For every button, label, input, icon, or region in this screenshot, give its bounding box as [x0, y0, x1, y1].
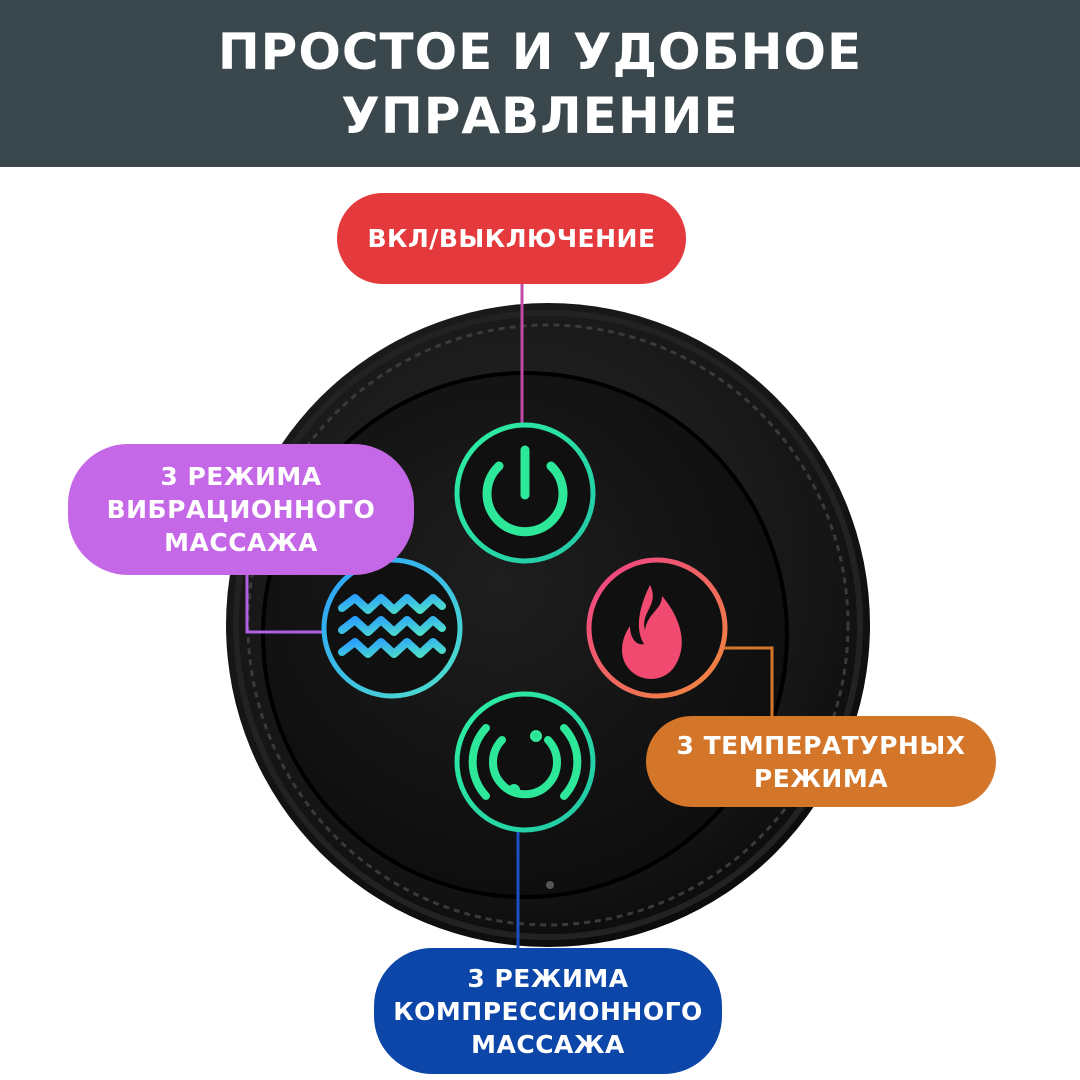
vibration-callout: 3 РЕЖИМА ВИБРАЦИОННОГО МАССАЖА	[68, 444, 414, 575]
power-button[interactable]	[454, 422, 596, 564]
temperature-callout: 3 ТЕМПЕРАТУРНЫХ РЕЖИМА	[646, 716, 996, 807]
stitching-ring	[246, 323, 850, 927]
power-callout: ВКЛ/ВЫКЛЮЧЕНИЕ	[337, 193, 686, 284]
compression-button[interactable]	[454, 691, 596, 833]
pulse-icon	[468, 724, 582, 800]
flame-icon	[622, 585, 682, 679]
indicator-dot	[546, 881, 554, 889]
compression-callout: 3 РЕЖИМА КОМПРЕССИОННОГО МАССАЖА	[374, 948, 722, 1074]
power-icon	[482, 445, 568, 537]
waves-icon	[338, 594, 446, 658]
header-banner: ПРОСТОЕ И УДОБНОЕ УПРАВЛЕНИЕ	[0, 0, 1080, 167]
page-title: ПРОСТОЕ И УДОБНОЕ УПРАВЛЕНИЕ	[217, 22, 863, 145]
housing-rim	[233, 310, 863, 940]
heat-button[interactable]	[586, 557, 728, 699]
vibration-button[interactable]	[321, 557, 463, 699]
